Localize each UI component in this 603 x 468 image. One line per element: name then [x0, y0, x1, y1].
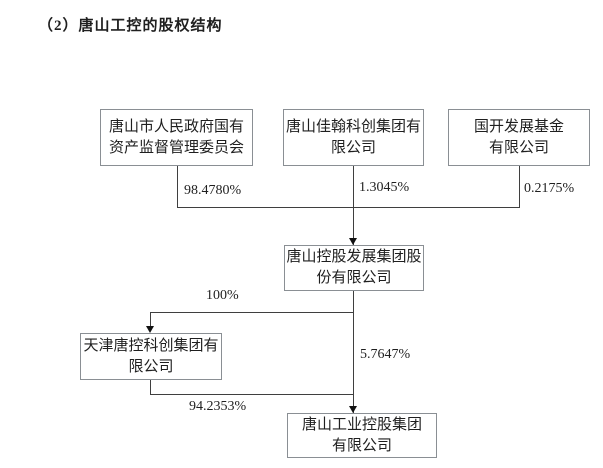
ownership-label-cdb: 0.2175% [524, 181, 575, 196]
ownership-label-tianjin-industrial: 94.2353% [189, 399, 247, 414]
node-tangshan-sasac: 唐山市人民政府国有 资产监督管理委员会 [100, 109, 253, 166]
node-label-line: 唐山佳翰科创集团有 [285, 118, 421, 135]
node-label-line: 限公司 [330, 139, 376, 156]
connector-top-bus [177, 207, 520, 208]
ownership-label-tianjin: 100% [206, 288, 239, 303]
node-label-line: 有限公司 [331, 437, 392, 454]
node-label-line: 有限公司 [488, 139, 549, 156]
node-tangshan-holding-group: 唐山控股发展集团股 份有限公司 [284, 245, 424, 291]
connector-tianjin-out [150, 380, 151, 395]
node-label-line: 唐山市人民政府国有 [108, 118, 244, 135]
node-label-line: 唐山控股发展集团股 [286, 249, 422, 265]
connector-jiahan-drop [353, 166, 354, 245]
ownership-label-jiahan: 1.3045% [359, 180, 410, 195]
node-label-line: 天津唐控科创集团有 [83, 337, 219, 354]
node-label-line: 限公司 [128, 358, 174, 375]
connector-holding-to-industrial [353, 291, 354, 413]
connector-cdb-drop [519, 166, 520, 207]
arrowhead-into-industrial-icon [349, 406, 357, 413]
node-tangshan-industrial-holding: 唐山工业控股集团 有限公司 [287, 413, 437, 458]
node-label-line: 份有限公司 [316, 270, 392, 286]
connector-branch-to-tianjin [150, 312, 354, 313]
connector-merge-bus [150, 394, 354, 395]
node-label-line: 唐山工业控股集团 [301, 416, 422, 433]
node-label-line: 资产监督管理委员会 [108, 139, 244, 156]
connector-gov-drop [177, 166, 178, 207]
ownership-label-direct-industrial: 5.7647% [360, 347, 411, 362]
ownership-label-sasac: 98.4780% [184, 183, 242, 198]
node-jiahan-scitech-group: 唐山佳翰科创集团有 限公司 [283, 109, 424, 166]
connector-tianjin-drop [150, 312, 151, 327]
node-cdb-development-fund: 国开发展基金 有限公司 [448, 109, 590, 166]
section-title: （2）唐山工控的股权结构 [38, 18, 223, 34]
node-label-line: 国开发展基金 [473, 118, 564, 135]
arrowhead-into-tianjin-icon [146, 326, 154, 333]
node-tianjin-tangkong-scitech: 天津唐控科创集团有 限公司 [80, 333, 222, 380]
arrowhead-into-holding-group-icon [349, 238, 357, 245]
